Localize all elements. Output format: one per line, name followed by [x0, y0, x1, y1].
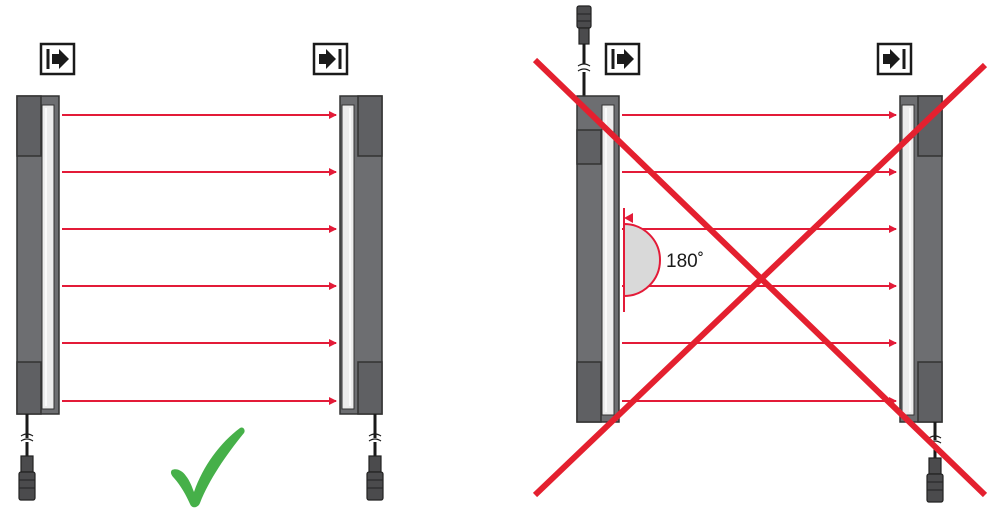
emitter-icon: [604, 42, 641, 76]
receiver-cable: [926, 422, 944, 503]
panel-incorrect: 180˚: [532, 5, 988, 503]
rotation-angle-indicator: 180˚: [623, 208, 704, 312]
emitter-cable: [18, 414, 36, 501]
receiver-cable: [366, 414, 384, 501]
receiver-housing: [899, 95, 943, 423]
receiver-housing: [339, 95, 383, 415]
emitter-housing-inverted: [576, 95, 620, 423]
emitter-housing: [16, 95, 60, 415]
emitter-icon: [39, 42, 76, 76]
beams-correct: [62, 111, 337, 405]
angle-label: 180˚: [666, 251, 704, 272]
panel-correct: [16, 42, 384, 508]
cross-icon: [532, 57, 988, 498]
receiver-icon: [876, 42, 913, 76]
beams-incorrect: [622, 111, 897, 405]
check-mark-icon: [170, 427, 245, 508]
emitter-cable-top: [576, 5, 592, 96]
receiver-icon: [312, 42, 349, 76]
